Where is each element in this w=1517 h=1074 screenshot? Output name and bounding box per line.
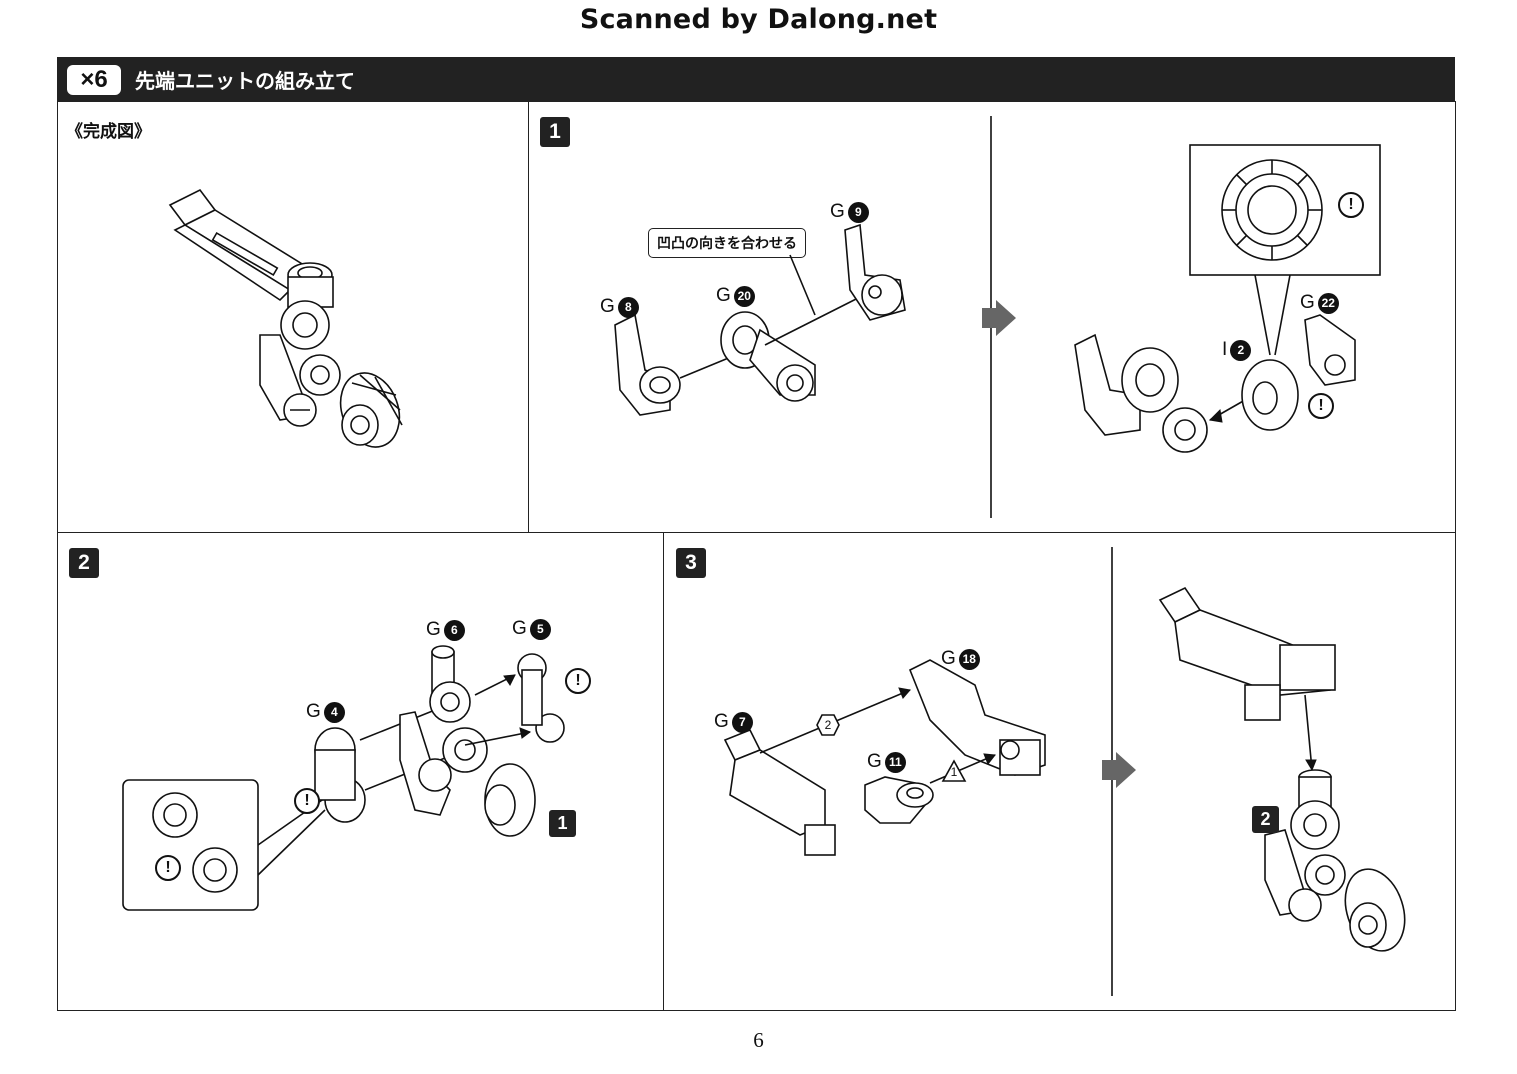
warning-icon-tire-side: ! (1308, 393, 1334, 419)
step2-badge: 2 (69, 548, 99, 578)
complete-assembly-illustration (168, 188, 403, 448)
part-g5-prefix: G (512, 618, 527, 639)
part-g22-label: G 22 (1300, 292, 1339, 314)
warning-icon-detail: ! (155, 855, 181, 881)
part-g22-number: 22 (1317, 292, 1339, 314)
part-g22-prefix: G (1300, 292, 1315, 313)
step2-parts-illustration (122, 645, 565, 911)
next-arrow-icon-step3 (1102, 752, 1136, 788)
step3-final-assembly-illustration (1158, 586, 1406, 952)
seq-1-icon (941, 759, 967, 782)
part-g11-prefix: G (867, 751, 882, 772)
part-g8-label: G 8 (600, 296, 639, 318)
seq-2-number: 2 (824, 718, 832, 732)
part-g18-label: G 18 (941, 648, 980, 670)
step1-parts-illustration (614, 223, 906, 416)
page-number: 6 (753, 1028, 764, 1052)
seq-2-icon (816, 714, 840, 736)
part-g20-number: 20 (733, 285, 755, 307)
multiplier-badge: ×6 (67, 64, 121, 95)
part-g11-label: G 11 (867, 751, 906, 773)
part-g5-number: 5 (529, 618, 551, 640)
part-g8-prefix: G (600, 296, 615, 317)
tire-detail-illustration (1074, 144, 1381, 453)
step3-panel (663, 532, 1456, 1011)
step3-badge: 3 (676, 548, 706, 578)
section-header: ×6 先端ユニットの組み立て (57, 57, 1455, 102)
part-g6-label: G 6 (426, 619, 465, 641)
part-g4-number: 4 (323, 701, 345, 723)
part-g20-label: G 20 (716, 285, 755, 307)
warning-icon-g4: ! (294, 788, 320, 814)
part-g4-prefix: G (306, 701, 321, 722)
part-g18-prefix: G (941, 648, 956, 669)
seq-1-number: 1 (950, 765, 958, 779)
section-title: 先端ユニットの組み立て (135, 69, 355, 93)
part-g18-number: 18 (958, 648, 980, 670)
part-i2-prefix: I (1222, 339, 1228, 360)
warning-icon-g5: ! (565, 668, 591, 694)
part-g9-number: 9 (847, 201, 869, 223)
part-i2-label: I 2 (1222, 339, 1252, 361)
part-g20-prefix: G (716, 285, 731, 306)
step3-parts-illustration (723, 659, 1046, 856)
part-g6-number: 6 (443, 619, 465, 641)
part-g8-number: 8 (617, 296, 639, 318)
part-g5-label: G 5 (512, 618, 551, 640)
part-g6-prefix: G (426, 619, 441, 640)
part-g7-prefix: G (714, 711, 729, 732)
part-g11-number: 11 (884, 751, 906, 773)
part-g7-label: G 7 (714, 711, 753, 733)
warning-icon-tire-top: ! (1338, 192, 1364, 218)
step1-badge: 1 (540, 117, 570, 147)
part-g9-label: G 9 (830, 201, 869, 223)
complete-label: 《完成図》 (66, 122, 151, 142)
step3-ref-step2-badge: 2 (1252, 806, 1279, 833)
next-arrow-icon (982, 300, 1016, 336)
alignment-callout: 凹凸の向きを合わせる (648, 228, 806, 258)
part-i2-number: 2 (1230, 339, 1252, 361)
watermark-text: Scanned by Dalong.net (579, 4, 938, 35)
part-g7-number: 7 (731, 711, 753, 733)
part-g4-label: G 4 (306, 701, 345, 723)
part-g9-prefix: G (830, 201, 845, 222)
step2-ref-step1-badge: 1 (549, 810, 576, 837)
